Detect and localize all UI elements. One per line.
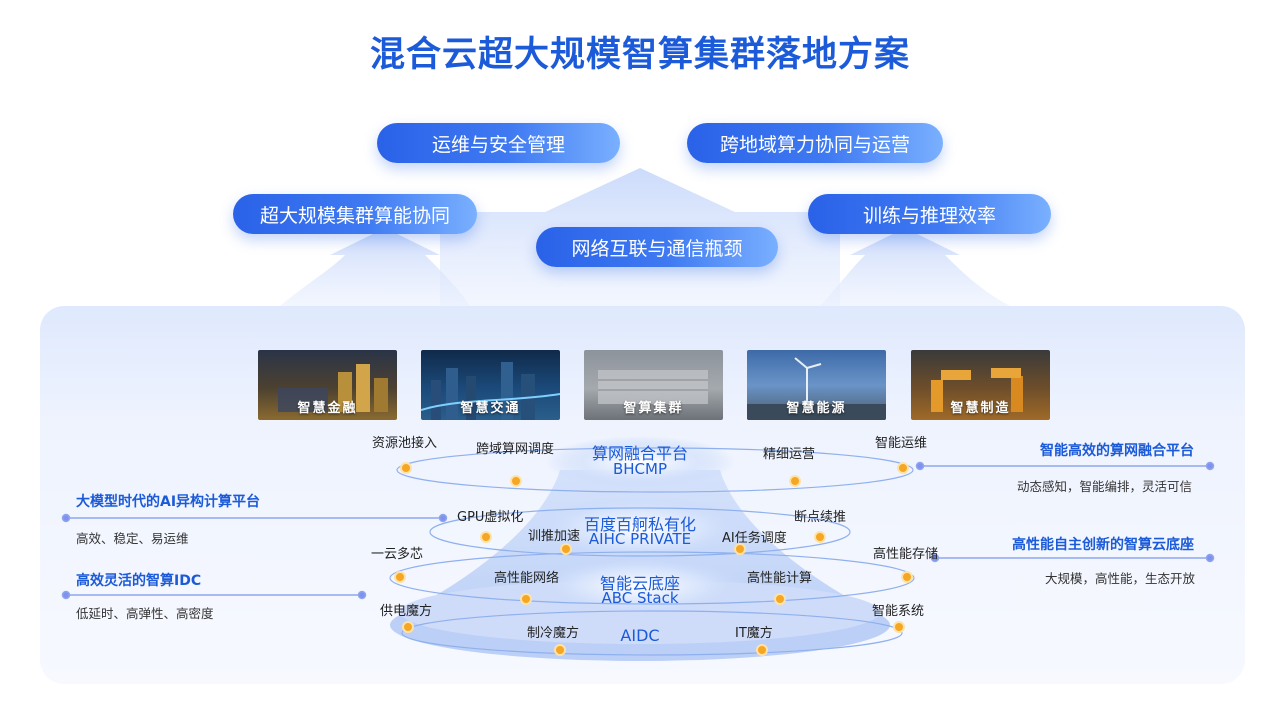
wind-turbine-icon — [747, 357, 886, 420]
robot-arm-icon — [931, 368, 1023, 412]
abc-glow — [530, 556, 750, 616]
dot-gpu-virt — [480, 531, 492, 543]
orbit-ring-4 — [401, 610, 903, 656]
aihc-label-cn: 百度百舸私有化 — [583, 515, 696, 534]
dot-cooling — [554, 644, 566, 656]
feature-dots — [394, 462, 913, 656]
callout-right-title: 高性能自主创新的智算云底座 — [1012, 537, 1194, 553]
callout-lines — [61, 461, 1215, 600]
dot-cross-domain — [510, 475, 522, 487]
feature-label: AI任务调度 — [722, 531, 787, 546]
dot-resume — [814, 531, 826, 543]
challenge-cross-region: 跨地域算力协同与运营 — [687, 123, 943, 163]
challenge-train-infer: 训练与推理效率 — [808, 194, 1051, 234]
feature-label: 跨域算网调度 — [476, 442, 555, 457]
feature-label: 精细运营 — [763, 447, 816, 462]
feature-label: 高性能网络 — [494, 571, 560, 586]
dot-hp-network — [520, 593, 532, 605]
feature-label: IT魔方 — [735, 626, 773, 641]
abc-label-en: ABC Stack — [601, 589, 679, 607]
scenario-computing-cluster: 智算集群 — [584, 350, 723, 420]
feature-label: 制冷魔方 — [527, 626, 580, 641]
callout-left-desc: 高效、稳定、易运维 — [76, 531, 189, 546]
dot-hp-compute — [774, 593, 786, 605]
dot-resource-pool — [400, 462, 412, 474]
feature-label: 供电魔方 — [380, 604, 433, 619]
challenge-network: 网络互联与通信瓶颈 — [536, 227, 778, 267]
feature-label: 训推加速 — [528, 529, 581, 544]
abc-label-cn: 智能云底座 — [599, 574, 680, 593]
city-skyline-icon — [421, 362, 560, 420]
callout-right-desc: 大规模，高性能，生态开放 — [1045, 571, 1196, 586]
callout-right-title: 智能高效的算网融合平台 — [1040, 443, 1194, 459]
dot-hp-storage — [901, 571, 913, 583]
bhcmp-label-en: BHCMP — [612, 460, 668, 478]
page-title: 混合云超大规模智算集群落地方案 — [369, 35, 910, 75]
feature-label: 资源池接入 — [372, 436, 438, 451]
feature-label: 高性能存储 — [873, 547, 939, 562]
dot-fine-ops — [789, 475, 801, 487]
dot-it — [756, 644, 768, 656]
feature-label: GPU虚拟化 — [457, 510, 524, 525]
coin-stack-icon — [278, 364, 388, 412]
scenario-manufacturing: 智慧制造 — [911, 350, 1050, 420]
callout-left-title: 高效灵活的智算IDC — [76, 573, 202, 589]
challenge-large-cluster: 超大规模集群算能协同 — [233, 194, 477, 234]
aihc-glow — [530, 496, 750, 560]
dot-smart-om — [897, 462, 909, 474]
dot-ai-sched — [734, 543, 746, 555]
dot-train-accel — [560, 543, 572, 555]
dot-multi-chip — [394, 571, 406, 583]
callout-left-title: 大模型时代的AI异构计算平台 — [76, 494, 261, 510]
dot-smart-sys — [893, 621, 905, 633]
orbit-ring-1 — [396, 447, 914, 493]
arrow-left — [280, 228, 470, 306]
feature-label: 智能系统 — [872, 604, 925, 619]
scenario-transport: 智慧交通 — [421, 350, 560, 420]
aihc-label-en: AIHC PRIVATE — [588, 530, 692, 548]
challenge-ops-security: 运维与安全管理 — [377, 123, 620, 163]
arrow-right — [820, 228, 1010, 306]
feature-label: 智能运维 — [875, 436, 928, 451]
bhcmp-label-cn: 算网融合平台 — [591, 444, 688, 463]
callout-left-desc: 低延时、高弹性、高密度 — [76, 606, 214, 621]
dot-power — [402, 621, 414, 633]
orbit-ring-3 — [389, 551, 915, 605]
feature-label: 高性能计算 — [747, 571, 813, 586]
datacenter-icon — [598, 370, 708, 404]
aidc-label: AIDC — [620, 626, 660, 645]
scenario-energy: 智慧能源 — [747, 350, 886, 420]
scenario-finance: 智慧金融 — [258, 350, 397, 420]
callout-right-desc: 动态感知，智能编排，灵活可信 — [1017, 479, 1193, 494]
orbit-ring-2 — [429, 507, 851, 557]
feature-label: 一云多芯 — [371, 547, 424, 562]
feature-label: 断点续推 — [794, 510, 847, 525]
